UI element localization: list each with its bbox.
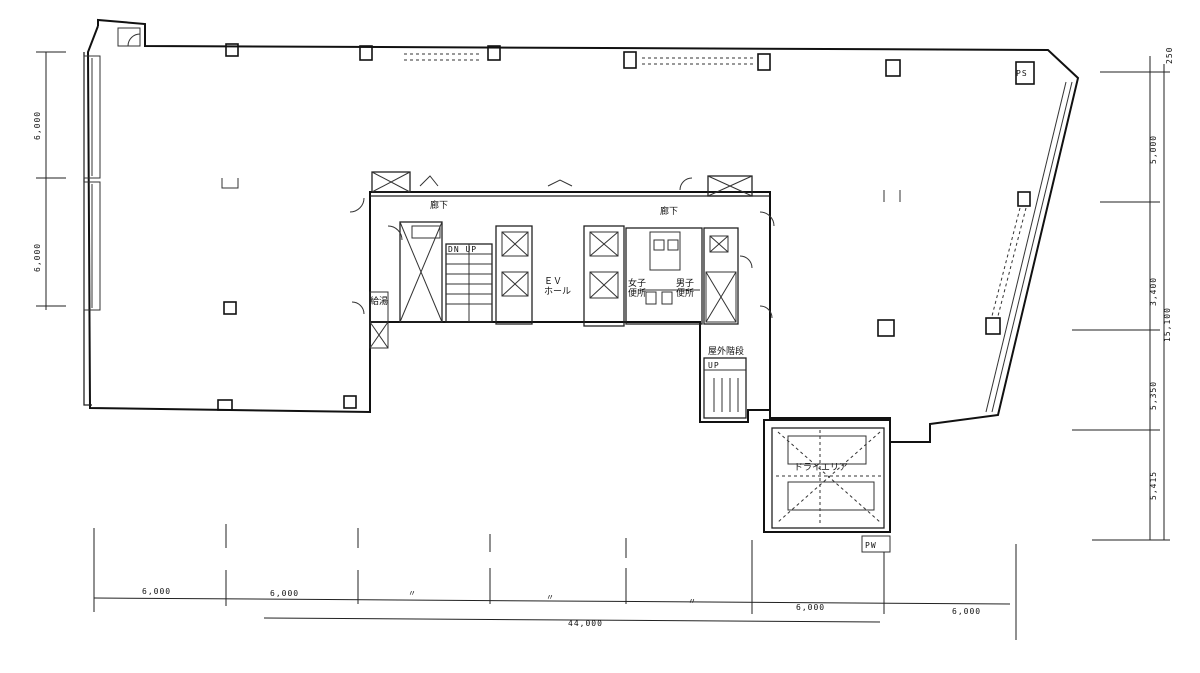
label-ps-box: PS	[1016, 69, 1028, 78]
label-toilet-men: 男子便所	[676, 278, 694, 299]
stair-treads-left	[446, 244, 492, 322]
dim-bottom-6: 6,000	[796, 603, 825, 612]
dim-left-upper: 6,000	[33, 111, 42, 140]
label-toilet-women: 女子便所	[628, 277, 646, 299]
dim-bottom-5: 〃	[688, 597, 697, 606]
label-outdoor-stairs: 屋外階段	[708, 345, 744, 357]
dim-right-4: 5,415	[1149, 471, 1158, 500]
label-stairs-right: UP	[708, 361, 720, 370]
dim-right-top: 250	[1165, 47, 1174, 64]
light-fixtures	[404, 53, 1027, 317]
columns	[217, 43, 1035, 411]
label-stairs-left: DN UP	[448, 245, 477, 254]
dim-bottom-2: 6,000	[270, 589, 299, 598]
label-pw-box: PW	[865, 541, 877, 550]
outer-walls	[83, 18, 1080, 443]
bottom-dimensions: 6,000 6,000 〃 〃 〃 6,000 6,000 44,000	[93, 524, 1017, 640]
dim-right-total: 15,100	[1163, 307, 1172, 342]
label-corridor-left: 廊下	[430, 199, 448, 211]
right-dimensions: 250 5,000 3,400 15,100 5,350 5,415	[1072, 47, 1174, 541]
dim-bottom-7: 6,000	[952, 607, 981, 616]
label-utility-left: 給湯	[370, 295, 388, 307]
dim-bottom-total: 44,000	[568, 619, 603, 628]
core-block	[349, 171, 775, 419]
dim-right-3: 5,350	[1149, 381, 1158, 410]
dry-area	[763, 419, 891, 553]
dim-bottom-4: 〃	[546, 593, 555, 602]
dim-bottom-3: 〃	[408, 589, 417, 598]
dim-left-lower: 6,000	[33, 243, 42, 272]
room-labels: 廊下 廊下 ＥＶホール DN UP UP 屋外階段 給湯 女子便所 男子便所 P…	[370, 69, 1028, 550]
dim-bottom-1: 6,000	[142, 587, 171, 596]
dim-right-2: 3,400	[1149, 277, 1158, 306]
label-corridor-right: 廊下	[660, 205, 678, 217]
label-dry-area: ドライエリア	[794, 462, 848, 473]
dim-right-1: 5,000	[1149, 135, 1158, 164]
label-ev-hall: ＥＶホール	[544, 277, 571, 297]
left-dimensions: 6,000 6,000	[33, 51, 66, 310]
